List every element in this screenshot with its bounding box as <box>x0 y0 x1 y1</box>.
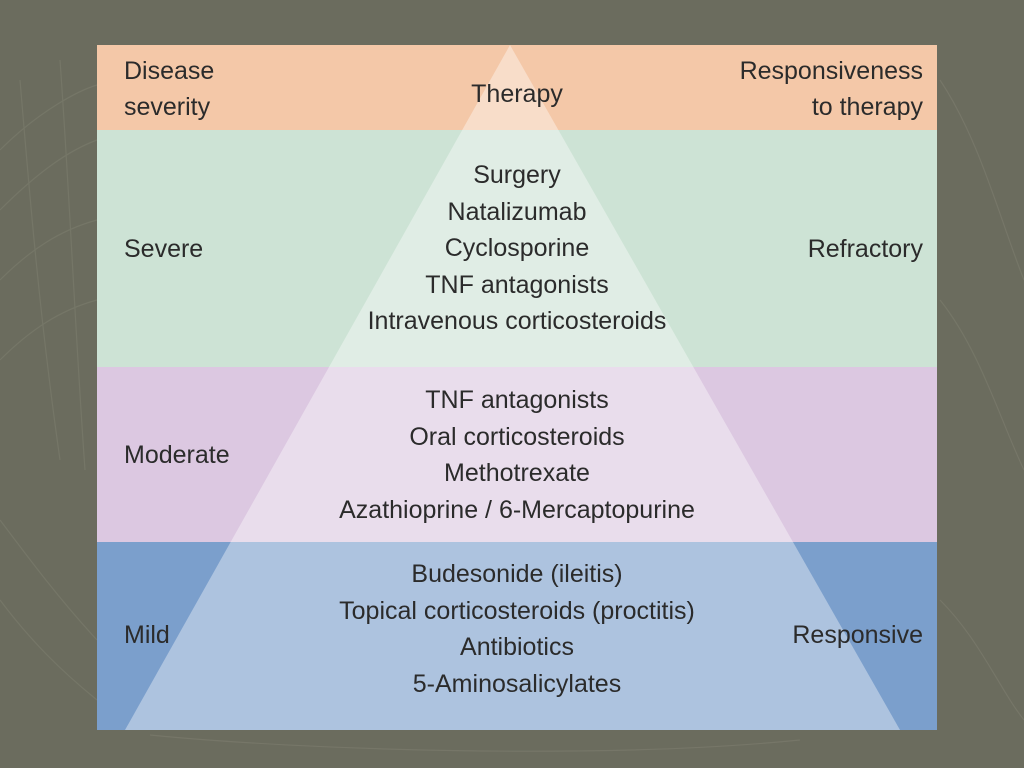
therapy-item: Methotrexate <box>444 459 590 487</box>
therapy-item: TNF antagonists <box>425 270 609 299</box>
severe-band <box>97 130 937 367</box>
disease-severity-heading: Disease severity <box>124 57 215 121</box>
therapy-item: Cyclosporine <box>444 234 590 262</box>
therapy-item: Intravenous corticosteroids <box>367 307 667 335</box>
response-label-refractory: Refractory <box>807 235 923 263</box>
therapy-item: Surgery <box>473 161 561 189</box>
therapy-item: Oral corticosteroids <box>409 422 625 451</box>
response-label-responsive: Responsive <box>792 621 923 649</box>
severe-therapy-list: Surgery Natalizumab Cyclosporine TNF ant… <box>97 157 937 340</box>
severity-label-moderate: Moderate <box>124 441 230 469</box>
mild-band <box>97 542 937 730</box>
therapy-item: Azathioprine / 6-Mercaptopurine <box>339 495 695 524</box>
therapy-item: Budesonide (ileitis) <box>411 560 623 588</box>
mild-therapy-list: Budesonide (ileitis) Topical corticoster… <box>97 556 937 702</box>
pyramid-triangle <box>125 45 900 730</box>
therapy-item: Topical corticosteroids (proctitis) <box>339 596 695 625</box>
therapy-item: TNF antagonists <box>425 386 609 414</box>
therapy-item: Antibiotics <box>460 633 574 661</box>
moderate-band <box>97 367 937 542</box>
header-band <box>97 45 937 130</box>
therapy-heading: Therapy <box>471 80 563 108</box>
severity-label-mild: Mild <box>124 621 170 649</box>
severity-label-severe: Severe <box>124 235 204 263</box>
responsiveness-heading: Responsiveness to therapy <box>739 57 923 121</box>
moderate-therapy-list: TNF antagonists Oral corticosteroids Met… <box>97 382 937 528</box>
therapy-item: Natalizumab <box>447 197 587 226</box>
therapy-item: 5-Aminosalicylates <box>412 669 622 698</box>
therapy-pyramid-figure: Disease severity Therapy Responsiveness … <box>97 45 937 730</box>
